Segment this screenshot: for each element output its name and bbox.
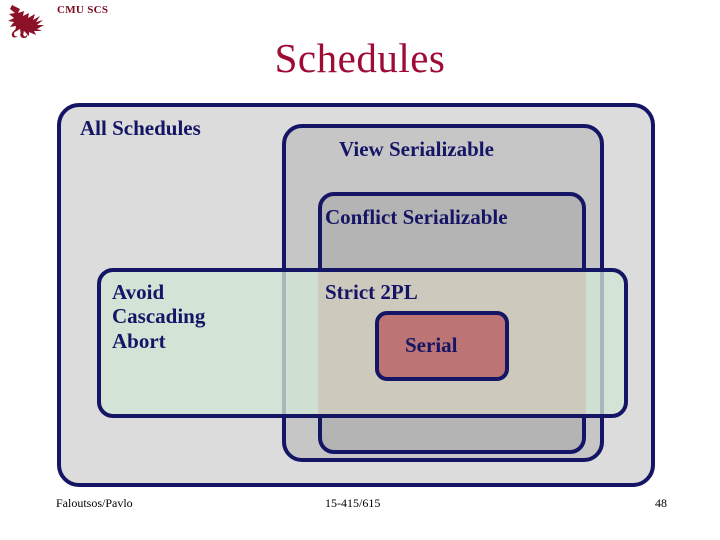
set-label-avoid-cascading-abort: Avoid Cascading Abort (112, 280, 206, 353)
cmu-scs-dragon-logo-icon (6, 2, 52, 40)
set-box-avoid-cascading-abort (97, 268, 628, 418)
footer-course: 15-415/615 (325, 496, 381, 510)
brand-label: CMU SCS (57, 4, 109, 16)
set-label-view-serializable: View Serializable (339, 137, 494, 161)
footer-author: Faloutsos/Pavlo (56, 496, 133, 510)
set-label-conflict-serializable: Conflict Serializable (325, 205, 508, 229)
footer-page-number: 48 (655, 496, 667, 510)
set-box-serial (375, 311, 509, 381)
page-title: Schedules (274, 35, 446, 81)
set-label-serial: Serial (405, 333, 458, 357)
set-label-strict-2pl: Strict 2PL (325, 280, 418, 304)
set-label-all-schedules: All Schedules (80, 116, 201, 140)
